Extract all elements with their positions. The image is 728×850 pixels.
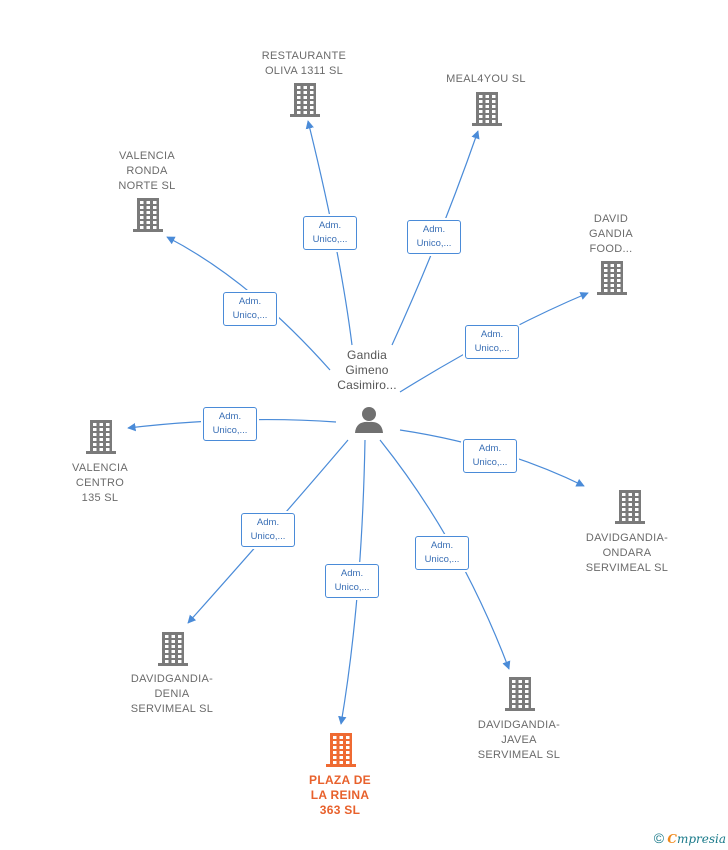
edge-valencia-ronda-norte [166,236,331,371]
edge-label-line: Unico,... [250,531,286,542]
company-label-line: GANDIA [589,228,633,240]
building-icon[interactable] [290,83,320,117]
building-icon[interactable] [472,92,502,126]
person-icon[interactable] [355,407,383,433]
edge-label-restaurante-oliva[interactable]: Adm. Unico,... [303,216,357,250]
person-label-line: Casimiro... [337,378,397,392]
company-label-line: MEAL4YOU SL [446,73,526,85]
company-label-line: DENIA [154,688,190,700]
edge-label-line: Unico,... [334,582,370,593]
company-label-davidgandia-ondara[interactable]: DAVIDGANDIA- ONDARA SERVIMEAL SL [552,531,702,576]
company-label-restaurante-oliva[interactable]: RESTAURANTE OLIVA 1311 SL [229,49,379,79]
edge-label-line: Adm. [218,411,242,422]
edge-label-valencia-centro[interactable]: Adm. Unico,... [203,407,257,441]
company-label-line: ONDARA [602,547,652,559]
building-icon[interactable] [86,420,116,454]
edge-label-davidgandia-ondara[interactable]: Adm. Unico,... [463,439,517,473]
company-label-line: CENTRO [75,477,125,489]
edge-label-davidgandia-denia[interactable]: Adm. Unico,... [241,513,295,547]
building-icon[interactable] [326,733,356,767]
company-label-david-gandia-food[interactable]: DAVID GANDIA FOOD... [536,212,686,257]
edge-label-valencia-ronda-norte[interactable]: Adm. Unico,... [223,292,277,326]
edge-label-line: Unico,... [212,425,248,436]
edge-label-davidgandia-javea[interactable]: Adm. Unico,... [415,536,469,570]
company-label-davidgandia-denia[interactable]: DAVIDGANDIA- DENIA SERVIMEAL SL [97,672,247,717]
company-label-line: 363 SL [319,803,361,817]
building-icon[interactable] [597,261,627,295]
company-label-line: RONDA [126,165,168,177]
brand-logo: Cmpresia [667,832,726,846]
company-label-line: NORTE SL [118,180,176,192]
company-label-line: SERVIMEAL SL [585,562,669,574]
company-label-line: VALENCIA [119,150,175,162]
company-label-line: PLAZA DE [309,773,371,787]
edge-label-line: Unico,... [474,343,510,354]
building-icon[interactable] [158,632,188,666]
edge-label-line: Unico,... [416,238,452,249]
edge-label-line: Unico,... [424,554,460,565]
person-label-line: Gandia [347,348,387,362]
company-label-line: SERVIMEAL SL [130,703,214,715]
company-label-line: RESTAURANTE [261,50,347,62]
person-label-line: Gimeno [345,363,389,377]
company-label-davidgandia-javea[interactable]: DAVIDGANDIA- JAVEA SERVIMEAL SL [444,718,594,763]
building-icon[interactable] [505,677,535,711]
building-icon[interactable] [133,198,163,232]
company-label-line: SERVIMEAL SL [477,749,561,761]
edge-label-line: Adm. [256,517,280,528]
edge-label-line: Adm. [430,540,454,551]
company-label-valencia-ronda-norte[interactable]: VALENCIA RONDA NORTE SL [72,149,222,194]
company-label-valencia-centro[interactable]: VALENCIA CENTRO 135 SL [25,461,175,506]
edge-label-line: Adm. [340,568,364,579]
company-label-meal4you[interactable]: MEAL4YOU SL [411,72,561,87]
company-label-line: VALENCIA [72,462,128,474]
edge-label-plaza-de-la-reina[interactable]: Adm. Unico,... [325,564,379,598]
edge-label-line: Adm. [422,224,446,235]
footer-brand[interactable]: © Cmpresia [654,830,726,846]
edge-label-line: Adm. [238,296,262,307]
company-label-line: DAVIDGANDIA- [130,673,214,685]
company-label-line: JAVEA [501,734,537,746]
company-label-line: FOOD... [589,243,633,255]
edge-label-line: Adm. [480,329,504,340]
company-label-line: DAVID [593,213,629,225]
edge-label-david-gandia-food[interactable]: Adm. Unico,... [465,325,519,359]
company-label-line: 135 SL [81,492,119,504]
edge-label-line: Unico,... [232,310,268,321]
edge-label-line: Unico,... [472,457,508,468]
building-icon[interactable] [615,490,645,524]
company-label-line: DAVIDGANDIA- [477,719,561,731]
edge-label-line: Adm. [318,220,342,231]
copyright-icon: © [653,830,665,846]
company-label-line: DAVIDGANDIA- [585,532,669,544]
icons-layer [86,83,645,767]
edge-label-line: Unico,... [312,234,348,245]
edge-label-line: Adm. [478,443,502,454]
company-label-line: OLIVA 1311 SL [264,65,344,77]
company-label-line: LA REINA [310,788,370,802]
edge-label-meal4you[interactable]: Adm. Unico,... [407,220,461,254]
edges-layer [127,120,589,725]
